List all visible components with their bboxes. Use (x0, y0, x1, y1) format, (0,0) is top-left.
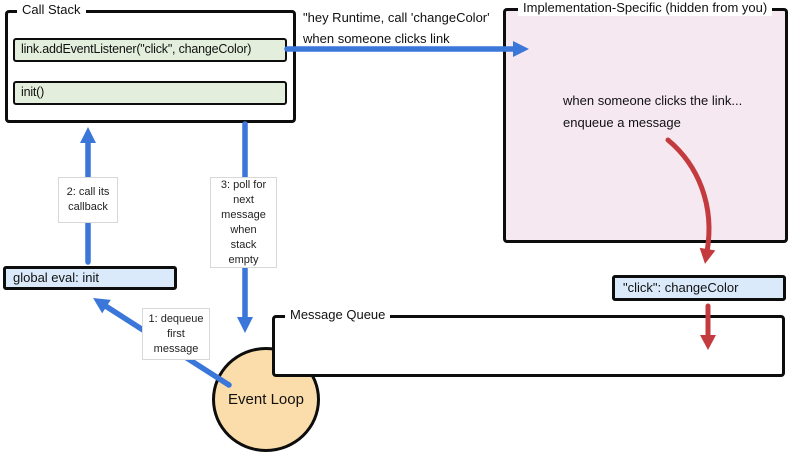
step3-line1: 3: poll for (220, 178, 267, 191)
implementation-note-line2: enqueue a message (563, 115, 681, 130)
implementation-specific-box: Implementation-Specific (hidden from you… (503, 0, 788, 243)
step3-line5: stack (230, 238, 257, 251)
runtime-quote-line2: when someone clicks link (303, 31, 450, 46)
step3-line3: message (221, 208, 266, 221)
click-message-box: "click": changeColor (612, 275, 786, 301)
step1-line2: first (167, 327, 185, 340)
step1-line3: message (153, 342, 199, 355)
step3-line6: empty (228, 253, 259, 266)
step2-line1: 2: call its (66, 186, 110, 198)
step3-line2: next (233, 193, 254, 206)
implementation-specific-title: Implementation-Specific (hidden from you… (518, 0, 773, 16)
call-stack-title: Call Stack (17, 2, 86, 18)
stack-frame-addeventlistener: link.addEventListener("click", changeCol… (13, 38, 287, 62)
message-queue-title: Message Queue (285, 307, 391, 323)
implementation-note-line1: when someone clicks the link... (563, 93, 743, 108)
step3-line4: when (230, 223, 257, 236)
stack-frame-init: init() (13, 81, 287, 105)
runtime-quote: "hey Runtime, call 'changeColor' when so… (303, 7, 490, 49)
step3-label: 3: poll for next message when stack empt… (210, 177, 277, 268)
step2-line2: callback (68, 201, 108, 213)
message-queue-box: Message Queue (272, 307, 785, 377)
step1-line1: 1: dequeue (148, 312, 204, 325)
global-eval-frame: global eval: init (3, 266, 177, 290)
event-loop-label: Event Loop (228, 391, 304, 408)
step1-label: 1: dequeue first message (142, 308, 210, 360)
call-stack-box: Call Stack link.addEventListener("click"… (5, 2, 296, 123)
runtime-quote-line1: "hey Runtime, call 'changeColor' (303, 10, 490, 25)
implementation-note: when someone clicks the link... enqueue … (563, 90, 742, 134)
step2-label: 2: call its callback (58, 177, 118, 223)
